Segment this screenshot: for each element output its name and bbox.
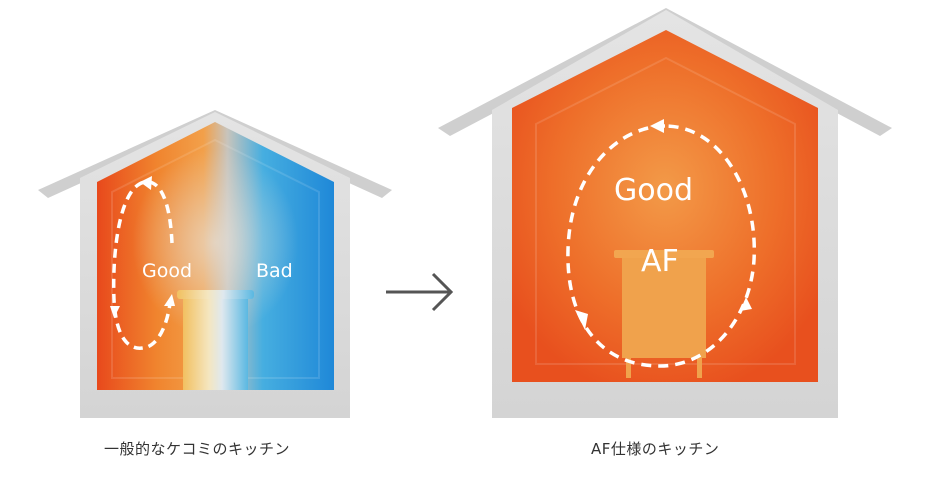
right-airflow-loop	[566, 124, 756, 368]
right-airflow-arrow-right	[740, 297, 752, 311]
arrow-right-icon	[386, 272, 454, 312]
right-cabinet	[622, 258, 706, 358]
right-house: Good AF	[438, 8, 892, 418]
left-label-bad: Bad	[256, 260, 293, 282]
left-caption: 一般的なケコミのキッチン	[104, 440, 291, 458]
left-airflow-arrow-top	[140, 176, 152, 190]
right-caption: AF仕様のキッチン	[591, 440, 720, 458]
right-label-good: Good	[614, 173, 693, 208]
right-house-room	[512, 30, 818, 382]
left-house: Good Bad	[38, 110, 392, 418]
right-airflow-arrow-left	[575, 310, 588, 330]
right-airflow-arrow-top	[650, 119, 664, 133]
left-airflow-arrow-left	[110, 306, 120, 318]
left-airflow-loop	[111, 180, 174, 350]
left-airflow-arrow-right	[164, 294, 175, 306]
right-label-af: AF	[641, 244, 679, 279]
left-cabinet	[183, 297, 248, 390]
left-label-good: Good	[142, 260, 192, 282]
